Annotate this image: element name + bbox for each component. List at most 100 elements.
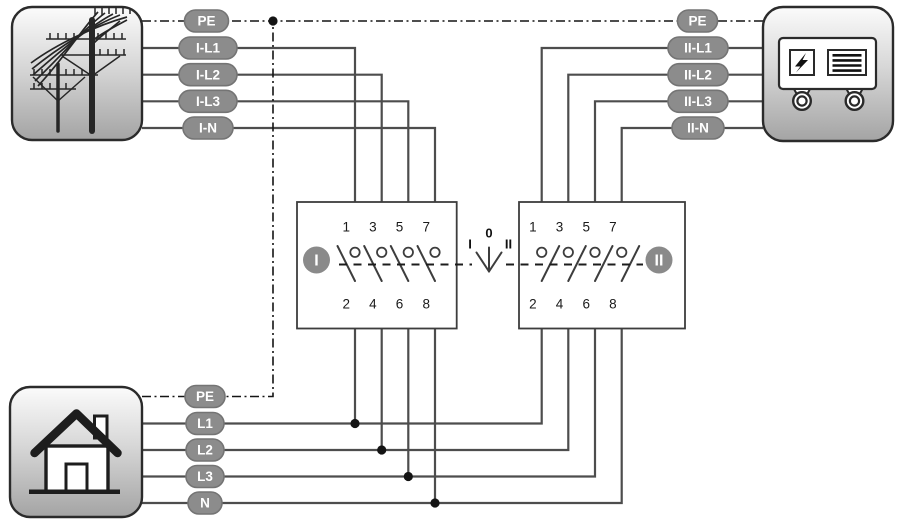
badge-label: II-L3 xyxy=(684,94,712,109)
house-badges: PE L1 L2 L3 N xyxy=(184,384,226,515)
grid-station xyxy=(10,5,144,142)
label-badge: I-L1 xyxy=(178,36,238,60)
house-icon xyxy=(29,409,122,495)
label-badge: I-L2 xyxy=(178,62,238,87)
switch-1-marker xyxy=(303,246,330,274)
switch-2-marker xyxy=(645,246,673,274)
badge-label: I-L3 xyxy=(196,94,220,109)
terminal-number: 2 xyxy=(342,297,350,312)
junction-dot-l2 xyxy=(377,445,387,455)
switch-2-marker-label: II xyxy=(655,253,664,270)
switch-blade xyxy=(620,245,641,282)
terminal-number: 4 xyxy=(556,297,564,312)
badge-label: L1 xyxy=(197,416,213,431)
house-roof xyxy=(30,409,122,458)
power-lines-icon xyxy=(30,7,131,134)
house-station xyxy=(8,385,144,519)
label-badge: PE xyxy=(184,384,226,409)
pole-brace xyxy=(32,76,86,102)
junction-dot-l3 xyxy=(403,471,413,482)
contact-circle xyxy=(349,246,361,258)
label-badge: II-L2 xyxy=(667,62,729,87)
vent-bars xyxy=(832,54,862,72)
contact-circle xyxy=(562,246,574,258)
terminal-number: 4 xyxy=(369,297,377,312)
label-badge: I-L3 xyxy=(178,89,238,114)
generator-badges: PE II-L1 II-L2 II-L3 II-N xyxy=(667,9,729,140)
badge-label: PE xyxy=(688,14,706,29)
label-badge: N xyxy=(187,491,223,515)
contact-circle xyxy=(589,246,601,258)
contact-circle xyxy=(429,246,441,258)
badge-label: II-L1 xyxy=(684,41,712,56)
terminal-number: 7 xyxy=(609,220,617,235)
terminal-number: 6 xyxy=(396,297,404,312)
badge-label: PE xyxy=(197,14,215,29)
generator-station xyxy=(761,5,895,143)
selector-lever-left xyxy=(475,251,490,273)
switch-blade xyxy=(594,245,614,282)
insulator-ticks xyxy=(33,69,91,75)
badge-label: II-N xyxy=(687,121,709,136)
selector-position-2: II xyxy=(505,237,512,252)
label-badge: L3 xyxy=(185,464,225,489)
badge-label: I-L1 xyxy=(196,41,220,56)
badge-label: L2 xyxy=(197,443,213,458)
terminal-number: 5 xyxy=(582,220,590,235)
wire-house-l2 xyxy=(142,281,570,452)
selector-lever-right xyxy=(488,251,503,273)
grid-badges: PE I-L1 I-L2 I-L3 I-N xyxy=(178,9,238,140)
badge-label: PE xyxy=(196,389,214,404)
switch-blade xyxy=(567,245,587,282)
pole-brace xyxy=(61,55,121,77)
badge-label: L3 xyxy=(197,469,213,484)
contact-circle xyxy=(402,246,414,258)
label-badge: II-L1 xyxy=(667,36,729,60)
label-badge: L1 xyxy=(185,411,225,436)
label-badge: PE xyxy=(183,9,230,33)
grid-station-box xyxy=(10,5,144,142)
contact-circle xyxy=(616,246,628,258)
switch-block-2: II 1 3 5 7 2 4 6 8 xyxy=(518,201,686,330)
switch-1-marker-label: I xyxy=(314,253,318,270)
lightning-bolt-icon xyxy=(795,53,808,73)
badge-label: I-L2 xyxy=(196,67,220,82)
label-badge: I-N xyxy=(182,116,234,140)
generator-icon xyxy=(777,36,878,111)
terminal-number: 5 xyxy=(396,220,404,235)
selector-position-1: I xyxy=(468,237,472,252)
label-badge: II-L3 xyxy=(667,89,729,114)
terminal-number: 8 xyxy=(609,297,617,312)
insulator-ticks xyxy=(49,33,123,39)
terminal-number: 1 xyxy=(529,220,537,235)
terminal-number: 3 xyxy=(369,220,377,235)
terminal-number: 8 xyxy=(422,297,430,312)
wire-house-l3 xyxy=(142,281,597,478)
generator-wheel-hub xyxy=(848,95,861,107)
selector-position-0: 0 xyxy=(485,226,492,241)
badge-label: N xyxy=(200,496,210,511)
junction-dot-l1 xyxy=(350,418,360,429)
junction-dot-pe xyxy=(268,16,278,26)
terminal-number: 7 xyxy=(422,220,430,235)
badge-label: II-L2 xyxy=(684,67,712,82)
junction-dot-n xyxy=(430,498,440,508)
contact-circle xyxy=(376,246,388,258)
terminal-number: 6 xyxy=(582,297,590,312)
insulator-ticks xyxy=(94,7,131,15)
badge-label: I-N xyxy=(199,121,217,136)
terminal-number: 2 xyxy=(529,297,537,312)
house-door xyxy=(64,462,89,493)
terminal-number: 3 xyxy=(556,220,564,235)
label-badge: L2 xyxy=(185,438,225,462)
terminal-number: 1 xyxy=(342,220,350,235)
position-selector: I 0 II xyxy=(468,226,512,273)
generator-wheel-hub xyxy=(796,95,808,107)
contact-circle xyxy=(536,246,548,258)
wire-house-n xyxy=(142,281,623,505)
junction-dots xyxy=(268,16,440,508)
label-badge: PE xyxy=(676,9,719,33)
label-badge: II-N xyxy=(671,116,725,140)
